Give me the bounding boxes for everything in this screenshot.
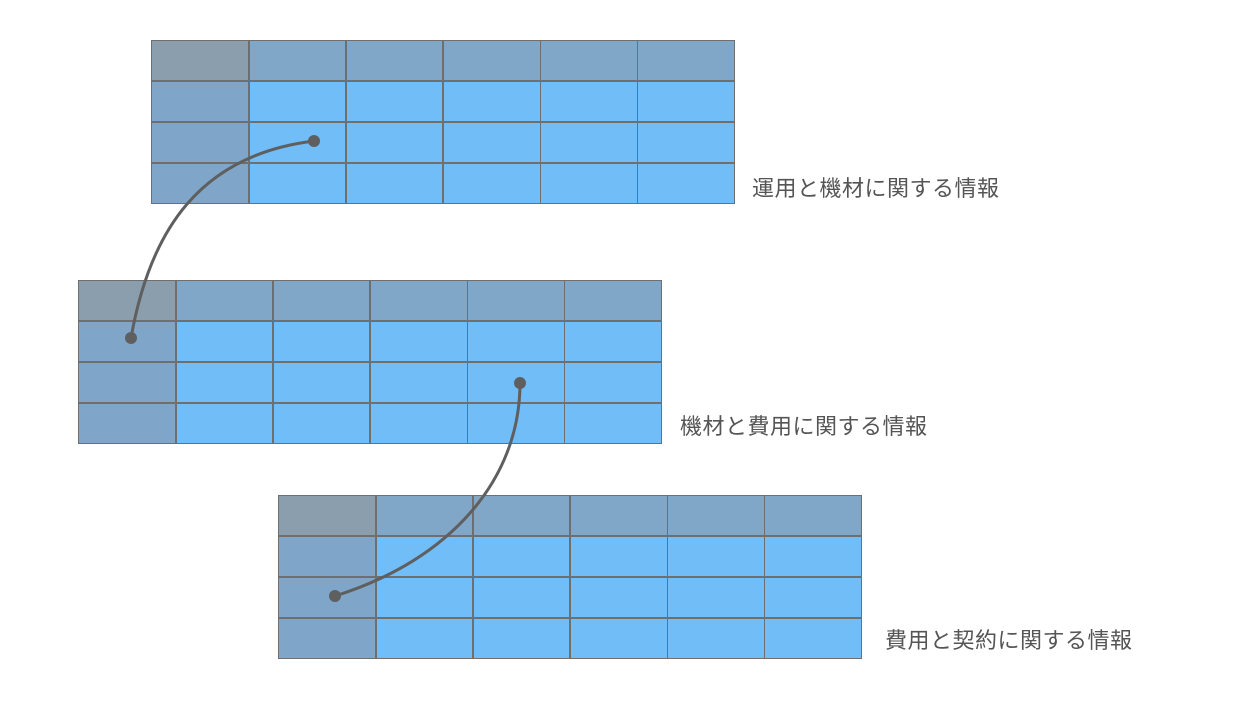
- table-cell: [443, 81, 540, 122]
- table-row-header-cell: [279, 536, 375, 577]
- table-cell: [570, 536, 667, 577]
- table-cell: [570, 618, 667, 658]
- table-cell: [565, 362, 661, 403]
- table-corner-cell: [279, 496, 375, 536]
- table-row-header-cell: [279, 618, 375, 658]
- table-cell: [638, 122, 734, 163]
- table-cell: [176, 321, 273, 362]
- table-cell: [376, 618, 473, 658]
- table-header-cell: [346, 41, 443, 81]
- table-cell: [273, 362, 370, 403]
- table-cell: [473, 577, 570, 618]
- table-row-header-cell: [152, 163, 248, 203]
- table-row-header-cell: [79, 362, 175, 403]
- table-cell: [376, 577, 473, 618]
- table-cell: [346, 163, 443, 203]
- table-header-cell: [468, 281, 564, 321]
- table-cell: [370, 362, 467, 403]
- table-caption-operations-equipment: 運用と機材に関する情報: [752, 177, 1000, 202]
- table-cell: [273, 403, 370, 443]
- table-cell: [346, 81, 443, 122]
- table-header-cell: [273, 281, 370, 321]
- table-corner-cell: [152, 41, 248, 81]
- table-cell: [541, 163, 637, 203]
- table-cell: [638, 163, 734, 203]
- table-header-cell: [570, 496, 667, 536]
- table-equipment-costs: [78, 280, 662, 444]
- table-header-cell: [541, 41, 637, 81]
- table-header-cell: [565, 281, 661, 321]
- table-operations-equipment: [151, 40, 735, 204]
- table-cell: [541, 81, 637, 122]
- table-header-cell: [376, 496, 473, 536]
- table-caption-equipment-costs: 機材と費用に関する情報: [680, 415, 928, 440]
- table-costs-contracts: [278, 495, 862, 659]
- table-cell: [376, 536, 473, 577]
- table-cell: [765, 536, 861, 577]
- table-header-cell: [765, 496, 861, 536]
- table-header-cell: [370, 281, 467, 321]
- table-row-header-cell: [152, 122, 248, 163]
- table-cell: [273, 321, 370, 362]
- table-cell: [346, 122, 443, 163]
- table-cell: [473, 618, 570, 658]
- table-header-cell: [443, 41, 540, 81]
- table-header-cell: [473, 496, 570, 536]
- table-cell: [668, 618, 764, 658]
- table-row-header-cell: [79, 403, 175, 443]
- table-cell: [565, 321, 661, 362]
- table-row-header-cell: [79, 321, 175, 362]
- table-cell: [468, 403, 564, 443]
- table-cell: [370, 321, 467, 362]
- table-cell: [765, 618, 861, 658]
- table-cell: [249, 122, 346, 163]
- table-cell: [443, 163, 540, 203]
- table-cell: [765, 577, 861, 618]
- table-header-cell: [638, 41, 734, 81]
- table-cell: [249, 81, 346, 122]
- table-cell: [570, 577, 667, 618]
- table-header-cell: [668, 496, 764, 536]
- table-cell: [473, 536, 570, 577]
- table-cell: [468, 362, 564, 403]
- table-cell: [176, 403, 273, 443]
- table-cell: [249, 163, 346, 203]
- table-header-cell: [176, 281, 273, 321]
- table-cell: [370, 403, 467, 443]
- table-row-header-cell: [279, 577, 375, 618]
- table-cell: [443, 122, 540, 163]
- table-cell: [176, 362, 273, 403]
- table-cell: [668, 577, 764, 618]
- table-caption-costs-contracts: 費用と契約に関する情報: [885, 629, 1133, 654]
- table-row-header-cell: [152, 81, 248, 122]
- table-cell: [565, 403, 661, 443]
- table-cell: [668, 536, 764, 577]
- table-cell: [468, 321, 564, 362]
- table-header-cell: [249, 41, 346, 81]
- table-cell: [541, 122, 637, 163]
- table-cell: [638, 81, 734, 122]
- table-corner-cell: [79, 281, 175, 321]
